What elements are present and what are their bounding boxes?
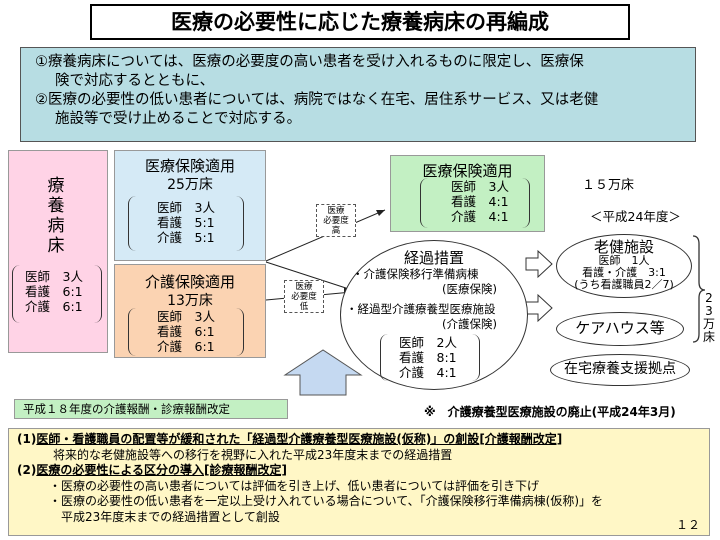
detail-heading-2: (2)医療の必要性による区分の導入[診療報酬改定] (17, 463, 287, 477)
high-need-tag: 医療 必要度 高 (316, 204, 356, 237)
transition-item-1b: (医療保険) (442, 282, 497, 296)
current-ryoyo-box (8, 150, 108, 353)
future-medical-staff: 医師 3人 看護 4:1 介護 4:1 (420, 178, 530, 228)
medical-insurance-title: 医療保険適用 (144, 157, 235, 175)
future-medical-box (390, 155, 545, 232)
detail-sub-3b: 平成23年度末までの経過措置として創設 (61, 509, 280, 524)
medical-insurance-beds: 25万床 (167, 177, 213, 193)
summary-line-2: ②医療の必要性の低い患者については、病院ではなく在宅、居住系サービス、又は老健 (35, 92, 599, 108)
summary-line-2b: 施設等で受け止めることで対応する。 (55, 111, 302, 127)
low-need-tag: 医療 必要度 低 (284, 280, 324, 313)
transition-staff: 医師 2人 看護 8:1 介護 4:1 (380, 334, 480, 381)
arrow-head-medical (376, 210, 385, 216)
care-insurance-staff: 医師 3人 看護 6:1 介護 6:1 (128, 308, 244, 356)
roken-staff: 医師 1人 看護・介護 3:1 (うち看護職員2／7) (574, 254, 674, 291)
medical-insurance-box (114, 150, 266, 261)
heisei24-label: ＜平成24年度＞ (590, 209, 681, 224)
detail-heading-1: (1)医師・看護職員の配置等が緩和された「経過型介護療養型医療施設(仮称)」の創… (17, 432, 563, 446)
current-staff: 医師 3人 看護 6:1 介護 6:1 (12, 265, 102, 323)
transition-item-2b: (介護保険) (442, 317, 497, 331)
transition-item-2: ・経過型介護療養型医療施設 (346, 302, 496, 316)
roken-ellipse (556, 234, 692, 298)
summary-line-1: ①療養病床については、医療の必要度の高い患者を受け入れるものに限定し、医療保 (35, 54, 584, 70)
detail-sub-1: 将来的な老健施設等への移行を視野に入れた平成23年度末までの経過措置 (53, 447, 453, 462)
home-care-ellipse: 在宅療養支援拠点 (550, 354, 690, 386)
page-title: 医療の必要性に応じた療養病床の再編成 (90, 4, 630, 40)
detail-sub-2: ・医療の必要性の高い患者については評価を引き上げ、低い患者については評価を引き下… (49, 478, 539, 493)
detail-sub-3: ・医療の必要性の低い患者を一定以上受け入れている場合について、「介護保険移行準備… (49, 494, 604, 508)
transition-title: 経過措置 (403, 249, 464, 267)
abolition-note: ※ 介護療養型医療施設の廃止(平成24年3月) (424, 405, 676, 419)
medical-insurance-staff: 医師 3人 看護 5:1 介護 5:1 (128, 196, 244, 251)
transition-item-1: ・介護保険移行準備病棟 (352, 267, 479, 281)
total-bracket (692, 235, 706, 343)
revision-note: 平成１８年度の介護報酬・診療報酬改定 (14, 399, 288, 419)
arrow-to-roken (525, 249, 553, 279)
carehouse-ellipse: ケアハウス等 (556, 312, 684, 346)
care-insurance-beds: 13万床 (167, 293, 213, 309)
roken-title: 老健施設 (593, 238, 654, 256)
care-insurance-box (114, 264, 266, 358)
summary-box: ①療養病床については、医療の必要度の高い患者を受け入れるものに限定し、医療保 険… (20, 47, 696, 142)
future-medical-title: 医療保険適用 (422, 162, 513, 180)
total-beds: 2 3 万 床 (702, 291, 715, 344)
current-ryoyo-label: 療 養 病 床 (47, 176, 65, 256)
summary-line-1b: 険で対応するとともに、 (55, 73, 215, 89)
transition-ellipse (340, 240, 528, 390)
arrow-to-transition-1 (265, 261, 353, 291)
big-up-arrow (283, 349, 363, 396)
page-number: １２ (676, 518, 701, 532)
arrow-to-carehouse (525, 293, 553, 323)
details-box: (1)医師・看護職員の配置等が緩和された「経過型介護療養型医療施設(仮称)」の創… (8, 428, 710, 536)
future-medical-beds: １５万床 (582, 178, 635, 193)
care-insurance-title: 介護保険適用 (144, 273, 235, 291)
